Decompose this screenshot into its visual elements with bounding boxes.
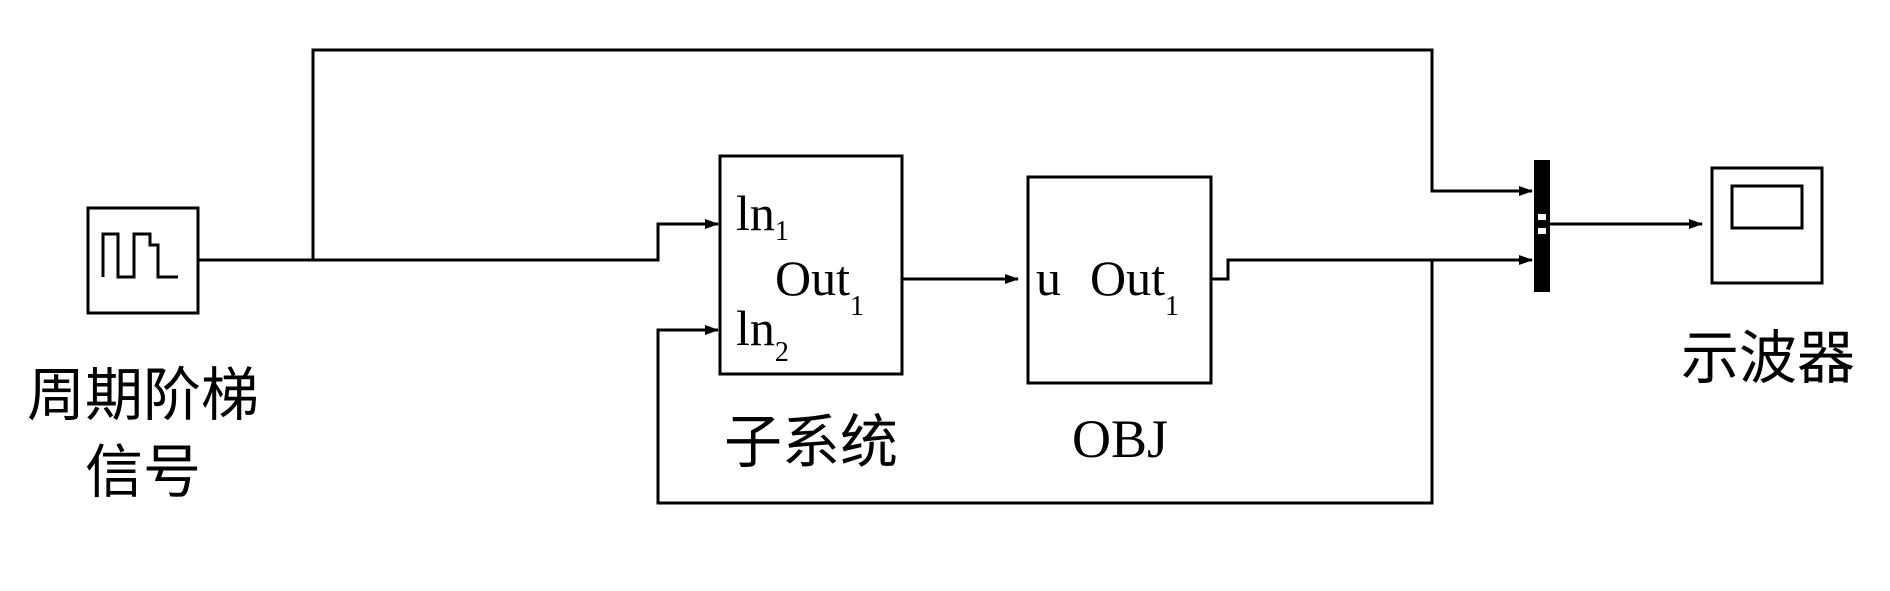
oscilloscope-icon (1730, 184, 1804, 230)
source-caption-line2: 信号 (85, 438, 201, 506)
subsystem-block[interactable] (718, 154, 904, 376)
wire-feedback-to-in2 (656, 260, 1434, 505)
mux-bar-icon (1534, 160, 1550, 292)
mux-block[interactable] (1534, 160, 1550, 292)
obj-block[interactable] (1026, 175, 1213, 385)
subsystem-caption: 子系统 (724, 408, 898, 476)
scope-caption: 示波器 (1681, 324, 1855, 392)
scope-block[interactable] (1710, 166, 1824, 285)
wire-source-to-mux-in1 (311, 48, 1533, 260)
source-caption-line1: 周期阶梯 (27, 361, 259, 429)
obj-port-in: u (1036, 250, 1061, 306)
subsystem-port-in2: ln2 (736, 300, 789, 368)
obj-caption: OBJ (1072, 409, 1168, 469)
wire-source-to-in1 (198, 219, 719, 262)
wire-obj-to-mux-in2 (1211, 255, 1533, 281)
obj-port-out: Out1 (1090, 250, 1179, 322)
subsystem-port-in1: ln1 (736, 185, 789, 247)
pulse-wave-icon (101, 232, 178, 279)
source-block[interactable] (86, 206, 200, 315)
subsystem-port-out: Out1 (775, 250, 864, 322)
